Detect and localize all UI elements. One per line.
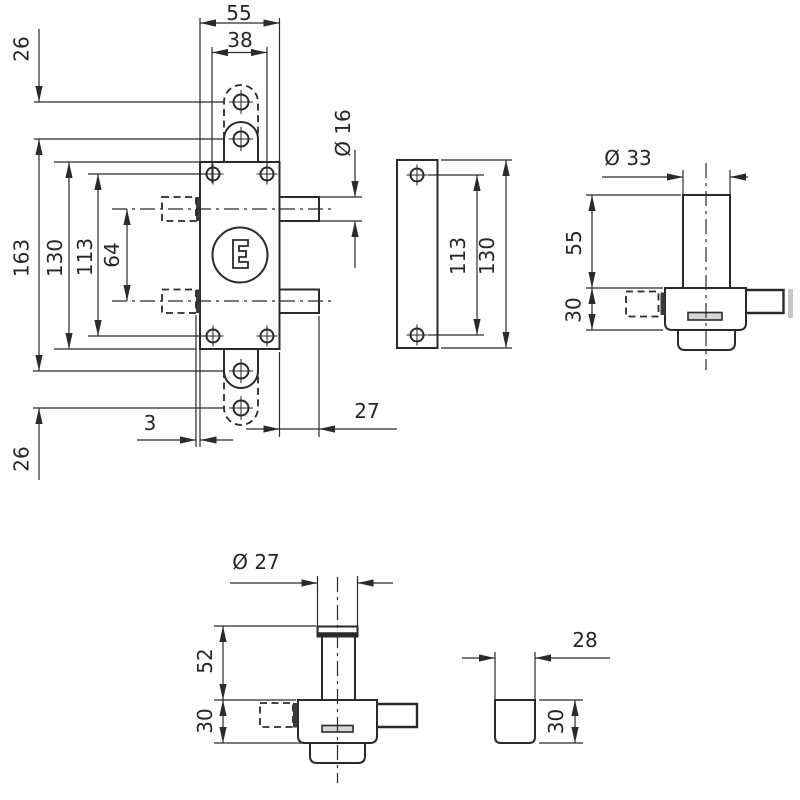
dim-front-bolt-throw: 27 <box>354 399 379 423</box>
staple-side <box>677 330 736 351</box>
dim-plate-height: 130 <box>475 237 499 275</box>
side-dimensions: Ø 33 55 30 <box>562 146 748 331</box>
end-cap <box>494 699 536 744</box>
dim-front-bolt-center-spacing: 64 <box>100 242 124 267</box>
staple-hole <box>229 127 253 151</box>
side-view <box>625 163 793 370</box>
cylinder-bottom-view <box>259 577 419 783</box>
lock-case <box>199 161 281 350</box>
dim-front-overall-width: 55 <box>226 1 251 25</box>
dim-front-screw-spacing-v: 113 <box>73 238 97 276</box>
dim-front-staple-travel-bottom: 26 <box>10 446 34 471</box>
edge-artifact <box>788 289 793 318</box>
dim-front-staple-travel-top: 26 <box>10 36 34 61</box>
dim-bottom-case-depth: 30 <box>193 708 217 733</box>
plate-hole <box>406 164 428 186</box>
staple-bottom <box>309 743 366 764</box>
dim-endcap-width: 28 <box>572 628 597 652</box>
bolt-retracted-bottom <box>259 702 294 728</box>
mounting-plate-view <box>396 159 439 349</box>
dim-bottom-cylinder-diameter: Ø 27 <box>232 550 280 574</box>
dim-side-cylinder-length: 55 <box>562 230 586 255</box>
plate-dimensions: 113 130 <box>428 159 512 349</box>
dim-plate-hole-spacing: 113 <box>446 237 470 275</box>
dim-front-bolt-diameter: Ø 16 <box>331 109 355 157</box>
top-staple-extended <box>223 84 259 139</box>
dim-front-screw-spacing-h: 38 <box>227 28 252 52</box>
bolt-stub-bottom <box>293 703 298 728</box>
front-view <box>112 84 332 426</box>
bolt-stub-side <box>660 292 665 315</box>
bottom-staple-extended <box>223 371 259 426</box>
dim-side-case-depth: 30 <box>562 297 586 322</box>
case-side <box>664 287 747 331</box>
bolt-retracted-side <box>625 290 660 318</box>
case-bottom <box>297 699 378 744</box>
dim-bottom-cylinder-length: 52 <box>193 648 217 673</box>
end-cap-view <box>494 699 536 744</box>
lower-bolt-retracted <box>161 288 197 314</box>
key-profile <box>232 239 249 269</box>
mounting-plate <box>396 159 439 349</box>
dim-endcap-height: 30 <box>544 709 568 734</box>
dim-side-cylinder-diameter: Ø 33 <box>604 146 652 170</box>
end-cap-dimensions: 28 30 <box>462 628 610 744</box>
keyhole-cylinder <box>211 226 269 284</box>
dim-front-faceplate-offset: 3 <box>144 411 157 435</box>
bolt-side <box>746 288 785 315</box>
bolt-bottom <box>377 702 419 729</box>
dim-front-staple-hole-span: 163 <box>10 239 34 277</box>
front-dimensions: 55 38 26 163 130 113 64 Ø 16 3 27 26 <box>10 1 397 480</box>
staple-hole <box>229 396 253 420</box>
staple-hole <box>229 359 253 383</box>
screw-hole <box>256 325 278 347</box>
cylinder-bottom-dimensions: Ø 27 52 30 <box>193 550 393 744</box>
staple-hole <box>229 90 253 114</box>
key-slot-side <box>687 311 723 321</box>
plate-hole <box>406 324 428 346</box>
dim-front-case-height: 130 <box>43 239 67 277</box>
